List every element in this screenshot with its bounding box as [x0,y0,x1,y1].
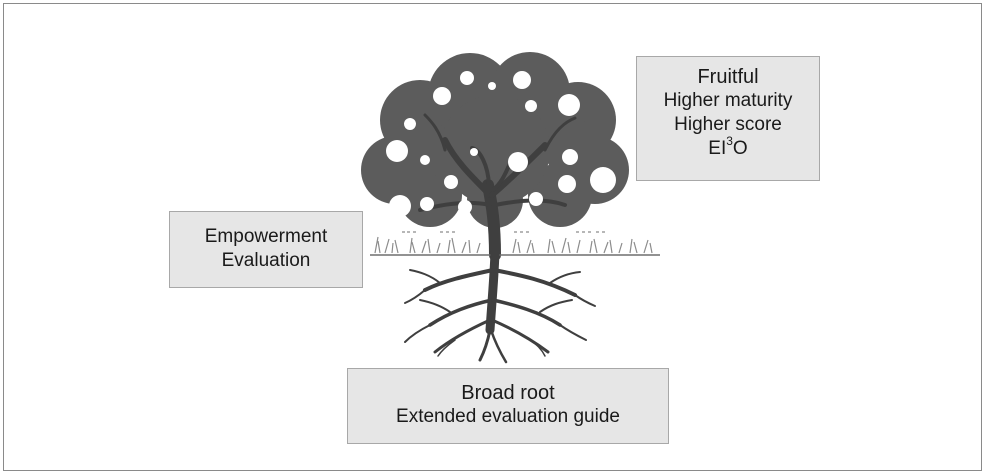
broad-root-box: Broad root Extended evaluation guide [347,368,669,444]
broad-root-title: Broad root [461,382,555,404]
fruitful-line-score: Higher score [674,114,782,135]
fruitful-title: Fruitful [697,66,759,88]
ei3o-base: EI [708,138,727,159]
figure-frame [3,3,982,471]
grass [374,231,653,254]
empowerment-box: Empowerment Evaluation [169,211,363,288]
broad-root-subtitle: Extended evaluation guide [396,406,620,427]
fruitful-line-maturity: Higher maturity [663,90,793,111]
tree-roots [404,247,596,364]
empowerment-line: Empowerment [204,226,328,247]
evaluation-line: Evaluation [221,250,311,271]
ei3o-tail: O [732,138,748,159]
fruitful-line-ei3o: EI3O [637,133,819,161]
tree-fruits [386,71,616,217]
ei3o-superscript: 3 [726,133,733,148]
fruitful-box: Fruitful Higher maturity Higher score EI… [636,56,820,181]
